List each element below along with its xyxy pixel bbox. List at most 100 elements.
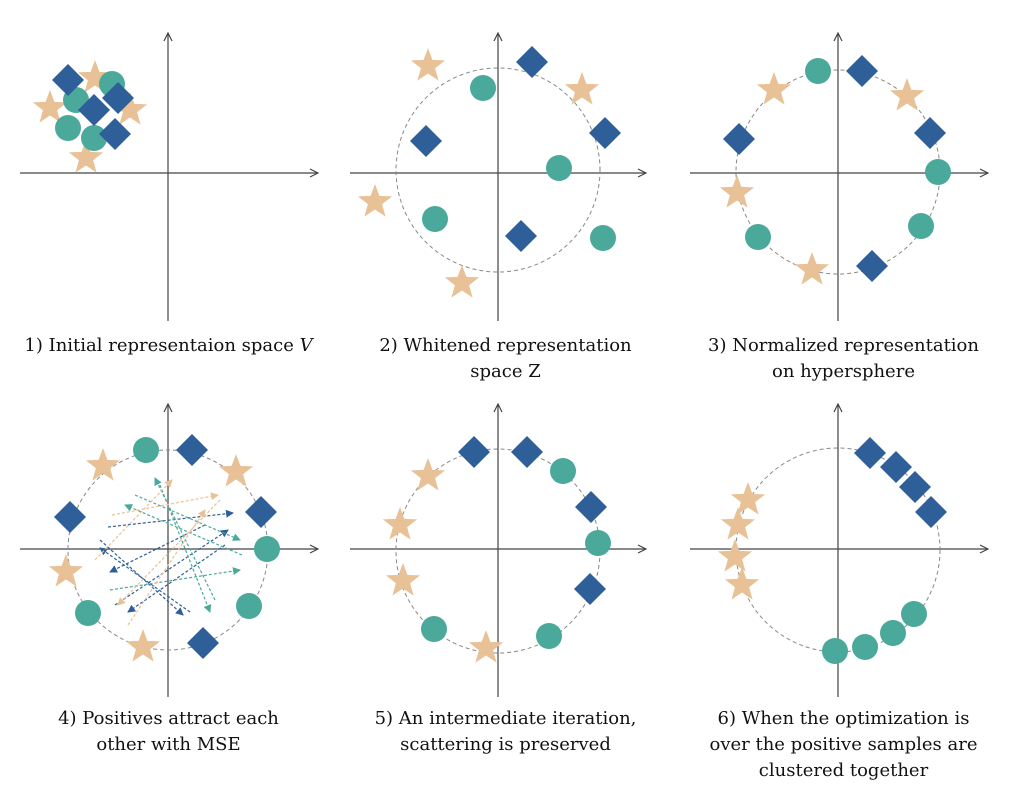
circle-icon [908, 213, 934, 239]
caption-line: scattering is preserved [400, 734, 611, 755]
diamond-icon [880, 451, 912, 483]
diamond-icon [516, 46, 548, 78]
attraction-arrow [159, 484, 212, 613]
star-icon [77, 60, 113, 93]
diamond-icon [854, 437, 886, 469]
caption-line: 6) When the optimization is [717, 708, 970, 729]
panel-initial-space [20, 33, 318, 321]
attraction-arrow [99, 547, 191, 613]
circle-icon [546, 155, 572, 181]
circle-icon [550, 458, 576, 484]
panel-positives-attract [20, 404, 318, 697]
caption-panel-2: 2) Whitened representation space Z [337, 333, 674, 385]
caption-panel-3: 3) Normalized representation on hypersph… [675, 333, 1012, 385]
star-icon [68, 140, 104, 173]
caption-line: 2) Whitened representation [379, 335, 632, 356]
diamond-icon [511, 436, 543, 468]
circle-icon [81, 125, 107, 151]
attraction-arrow [154, 477, 216, 601]
panel-whitened-space [350, 33, 646, 321]
caption-line: 3) Normalized representation [708, 335, 979, 356]
star-icon [756, 72, 792, 105]
star-icon [564, 72, 600, 105]
circle-icon [421, 616, 447, 642]
star-icon [357, 184, 393, 217]
star-icon [730, 482, 766, 515]
attraction-arrow [111, 492, 219, 516]
caption-line: 1) Initial representaion space V [0, 333, 337, 359]
caption-panel-4: 4) Positives attract each other with MSE [0, 706, 337, 758]
diamond-icon [574, 573, 606, 605]
diamond-icon [458, 436, 490, 468]
diamond-icon [899, 471, 931, 503]
diamond-icon [102, 82, 134, 114]
diamond-icon [187, 627, 219, 659]
circle-icon [805, 58, 831, 84]
hypersphere-ring [735, 447, 941, 653]
panel-optimization-over [690, 404, 988, 697]
star-icon [724, 567, 760, 600]
diamond-icon [505, 220, 537, 252]
star-icon [385, 563, 421, 596]
diamond-icon [410, 125, 442, 157]
star-icon [717, 539, 753, 572]
star-icon [112, 92, 148, 125]
caption-variable: V [299, 335, 313, 356]
star-icon [410, 48, 446, 81]
attraction-arrow [99, 539, 184, 616]
circle-icon [536, 623, 562, 649]
star-icon [719, 175, 755, 208]
star-icon [125, 629, 161, 662]
circle-icon [470, 75, 496, 101]
caption-panel-5: 5) An intermediate iteration, scattering… [337, 706, 674, 758]
diamond-icon [99, 118, 131, 150]
star-icon [794, 252, 830, 285]
star-icon [218, 454, 254, 487]
circle-icon [880, 620, 906, 646]
caption-line: 5) An intermediate iteration, [374, 708, 637, 729]
panel-intermediate-iteration [350, 404, 646, 697]
panel-normalized-hypersphere [690, 33, 988, 321]
diamond-icon [176, 434, 208, 466]
caption-line: space Z [470, 361, 541, 382]
circle-icon [590, 225, 616, 251]
circle-icon [822, 638, 848, 664]
attraction-arrow [107, 509, 234, 528]
attraction-arrow [114, 529, 229, 606]
circle-icon [585, 530, 611, 556]
caption-text: 1) Initial representaion space [24, 335, 300, 356]
diamond-icon [589, 117, 621, 149]
diamond-icon [54, 501, 86, 533]
caption-line: 4) Positives attract each [58, 708, 279, 729]
caption-line: other with MSE [96, 734, 241, 755]
star-icon [32, 90, 68, 123]
star-icon [720, 507, 756, 540]
circle-icon [236, 593, 262, 619]
star-icon [382, 507, 418, 540]
star-icon [468, 630, 504, 663]
star-icon [889, 78, 925, 111]
diamond-icon [846, 55, 878, 87]
circle-icon [925, 159, 951, 185]
diamond-icon [52, 64, 84, 96]
diamond-icon [78, 94, 110, 126]
hypersphere-ring [395, 67, 601, 273]
caption-line: over the positive samples are [709, 734, 978, 755]
circle-icon [75, 600, 101, 626]
star-icon [410, 458, 446, 491]
attraction-arrow [124, 504, 243, 556]
caption-panel-6: 6) When the optimization is over the pos… [675, 706, 1012, 784]
caption-line: on hypersphere [772, 361, 915, 382]
diamond-icon [914, 117, 946, 149]
circle-icon [901, 601, 927, 627]
attraction-arrow [127, 509, 206, 626]
diamond-icon [723, 123, 755, 155]
star-icon [85, 448, 121, 481]
circle-icon [55, 115, 81, 141]
diamond-icon [245, 496, 277, 528]
diamond-icon [575, 491, 607, 523]
attraction-arrow [117, 499, 221, 606]
circle-icon [745, 224, 771, 250]
circle-icon [254, 536, 280, 562]
